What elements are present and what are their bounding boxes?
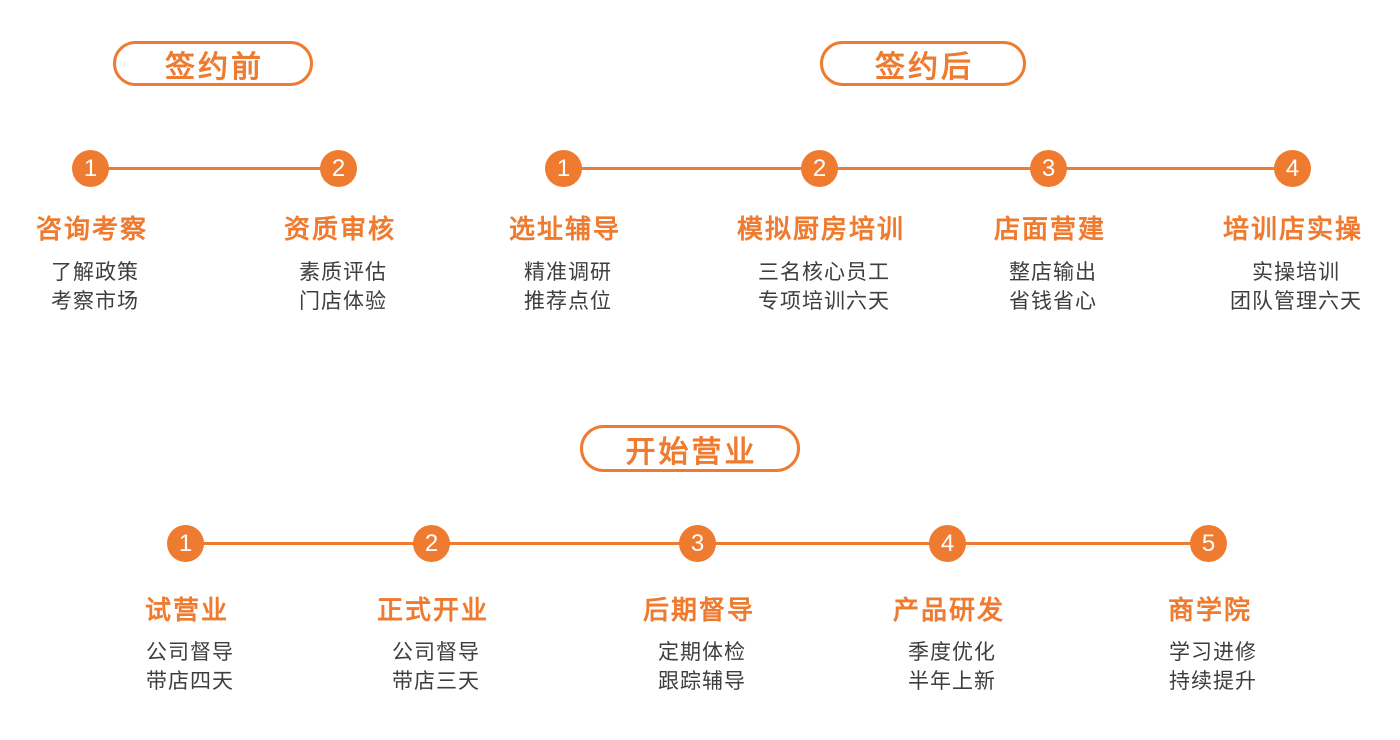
step-number-badge: 1 [167,525,204,562]
step-title: 模拟厨房培训 [736,214,906,244]
step-description: 公司督导 带店三天 [392,638,480,696]
step-description: 季度优化 半年上新 [908,638,996,696]
step-desc-line: 公司督导 [392,641,480,664]
step-description: 精准调研 推荐点位 [524,258,612,316]
step-desc-line: 季度优化 [908,641,996,664]
step-description: 实操培训 团队管理六天 [1230,258,1362,316]
step-desc-line: 省钱省心 [1009,290,1097,313]
step-desc-line: 跟踪辅导 [658,670,746,693]
step-desc-line: 考察市场 [51,290,139,313]
step-desc-line: 门店体验 [299,290,387,313]
step-title: 咨询考察 [35,214,149,244]
step-description: 了解政策 考察市场 [51,258,139,316]
step-number-badge: 3 [1030,150,1067,187]
timeline-connector-pre-sign [90,167,338,170]
step-description: 公司督导 带店四天 [146,638,234,696]
step-desc-line: 实操培训 [1252,261,1340,284]
step-title: 选址辅导 [508,214,622,244]
timeline-connector-post-sign [563,167,1292,170]
step-title: 后期督导 [642,595,756,625]
step-desc-line: 整店输出 [1009,261,1097,284]
step-description: 整店输出 省钱省心 [1009,258,1097,316]
step-desc-line: 素质评估 [299,261,387,284]
step-number-badge: 4 [929,525,966,562]
step-desc-line: 专项培训六天 [758,290,890,313]
step-description: 三名核心员工 专项培训六天 [758,258,890,316]
step-number-badge: 4 [1274,150,1311,187]
step-desc-line: 公司督导 [146,641,234,664]
step-title: 正式开业 [376,595,490,625]
step-number-badge: 2 [413,525,450,562]
step-number-badge: 2 [320,150,357,187]
step-title: 培训店实操 [1222,214,1364,244]
step-number-badge: 5 [1190,525,1227,562]
step-desc-line: 推荐点位 [524,290,612,313]
step-number-badge: 1 [72,150,109,187]
step-title: 试营业 [144,595,230,625]
step-description: 素质评估 门店体验 [299,258,387,316]
step-desc-line: 团队管理六天 [1230,290,1362,313]
step-description: 学习进修 持续提升 [1169,638,1257,696]
step-desc-line: 定期体检 [658,641,746,664]
step-number-badge: 3 [679,525,716,562]
step-title: 商学院 [1167,595,1253,625]
section-badge-post-sign: 签约后 [820,41,1026,86]
step-desc-line: 带店三天 [392,670,480,693]
step-number-badge: 2 [801,150,838,187]
step-desc-line: 学习进修 [1169,641,1257,664]
section-badge-opening: 开始营业 [580,425,800,472]
step-title: 店面营建 [993,214,1107,244]
step-desc-line: 了解政策 [51,261,139,284]
step-desc-line: 半年上新 [908,670,996,693]
step-description: 定期体检 跟踪辅导 [658,638,746,696]
step-desc-line: 精准调研 [524,261,612,284]
step-desc-line: 带店四天 [146,670,234,693]
step-desc-line: 三名核心员工 [758,261,890,284]
step-title: 产品研发 [892,595,1006,625]
step-desc-line: 持续提升 [1169,670,1257,693]
step-number-badge: 1 [545,150,582,187]
step-title: 资质审核 [283,214,397,244]
section-badge-pre-sign: 签约前 [113,41,313,86]
